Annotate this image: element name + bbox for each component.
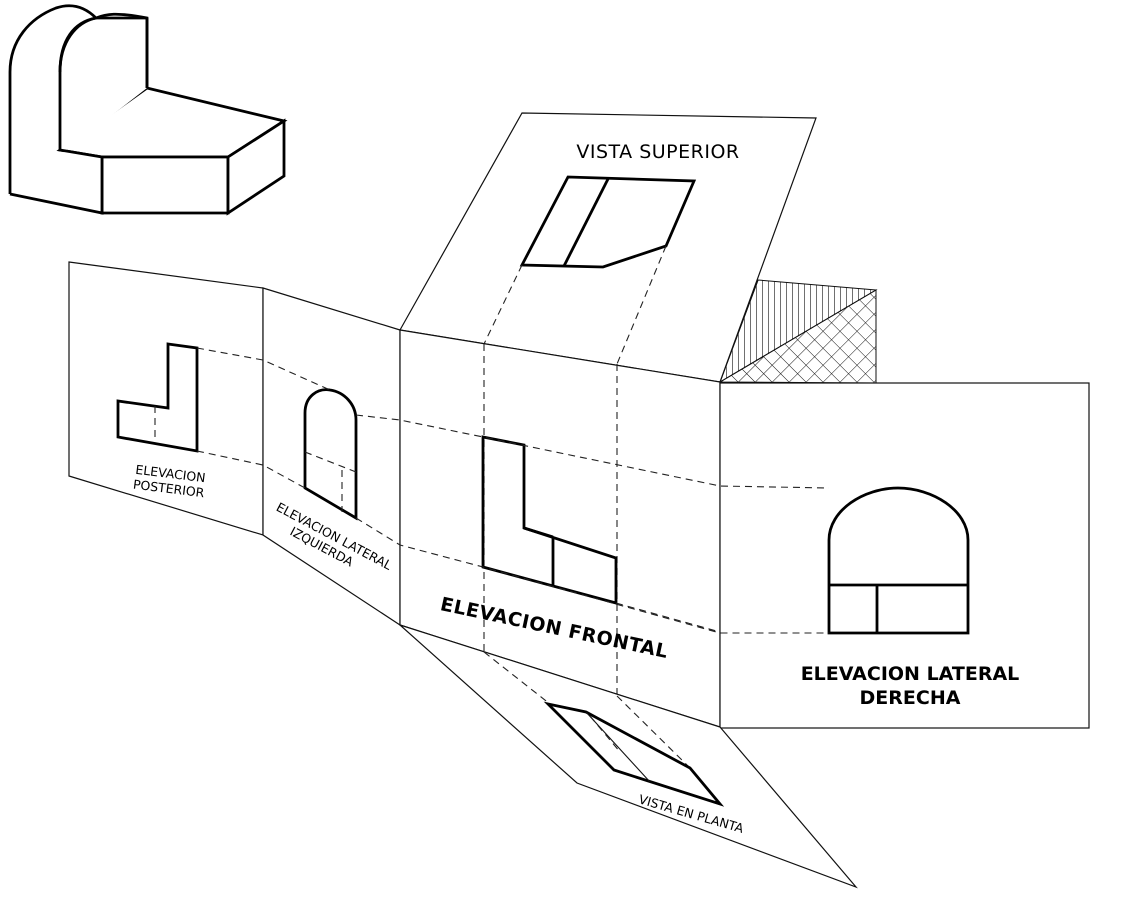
isometric-part-drawing xyxy=(8,4,288,216)
right-elevation-label-line1: ELEVACION LATERAL xyxy=(801,663,1020,685)
top-view-label: VISTA SUPERIOR xyxy=(576,141,739,163)
bottom-view-panel xyxy=(399,624,858,889)
right-elevation-panel xyxy=(719,382,1090,729)
projection-lines xyxy=(196,347,830,634)
right-elevation-label-line2: DERECHA xyxy=(860,687,961,709)
left-elevation-panel xyxy=(262,287,401,627)
